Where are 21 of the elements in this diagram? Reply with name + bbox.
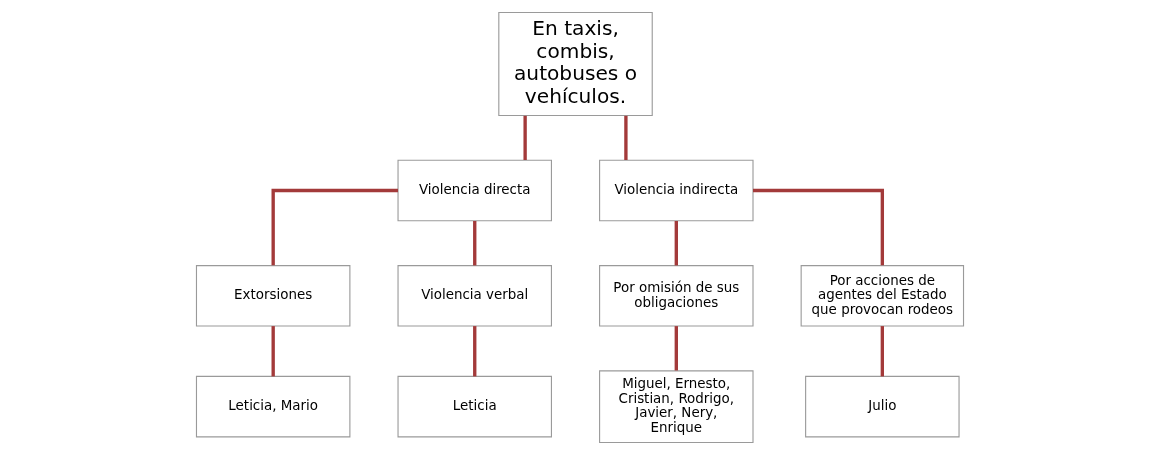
connector xyxy=(623,115,628,160)
node-box: Leticia xyxy=(397,375,552,438)
connector xyxy=(880,326,884,377)
node-box: Por omisión de sus obligaciones xyxy=(598,265,754,327)
node-box: Violencia indirecta xyxy=(598,159,754,222)
node-box: Miguel, Ernesto, Cristian, Rodrigo, Javier, Nery, Enrique xyxy=(598,370,754,444)
node-box: Violencia directa xyxy=(397,159,552,222)
connector xyxy=(271,326,275,377)
node-box: En taxis, combis, autobuses o vehículos. xyxy=(497,11,653,117)
connector xyxy=(674,326,678,371)
node-box: Leticia, Mario xyxy=(195,375,350,438)
node-box: Por acciones de agentes del Estado que provocan rodeos xyxy=(800,265,964,327)
connector xyxy=(472,221,476,266)
node-box: Violencia verbal xyxy=(397,265,552,327)
node-box: Julio xyxy=(804,375,960,438)
connector xyxy=(271,188,398,266)
connector xyxy=(472,326,476,377)
connector xyxy=(752,188,884,266)
connector xyxy=(522,115,527,160)
connector xyxy=(674,221,678,266)
node-box: Extorsiones xyxy=(195,265,350,327)
